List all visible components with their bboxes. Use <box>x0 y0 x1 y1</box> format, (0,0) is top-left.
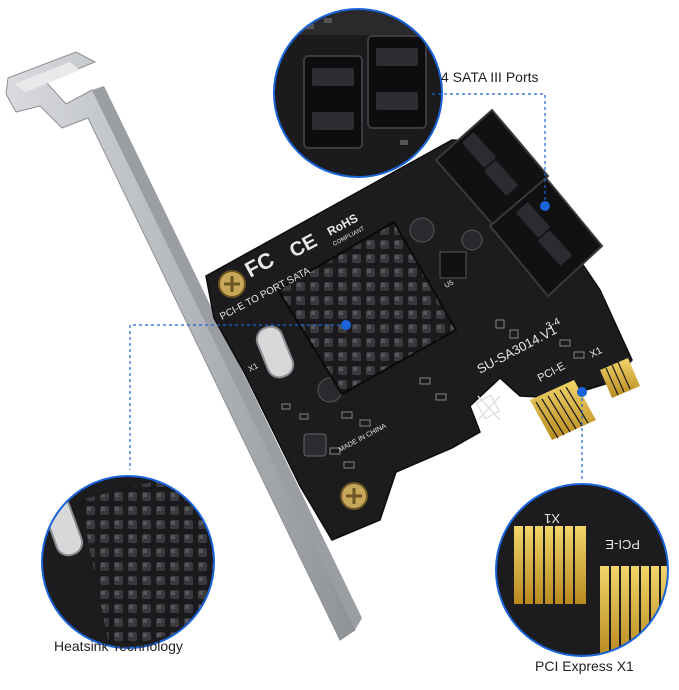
pcie-label: PCI Express X1 <box>535 658 634 674</box>
zoom-pcie-circle: X1 PCI-E <box>495 483 669 657</box>
heatsink <box>276 220 458 396</box>
leader-heatsink <box>129 324 346 470</box>
dot-sata <box>540 201 550 211</box>
dot-heatsink <box>341 320 351 330</box>
crystal-oscillator <box>255 325 295 379</box>
zoom-lane-text: X1 <box>544 511 560 526</box>
chip-label: U5 <box>444 279 455 289</box>
metal-bracket <box>5 51 362 641</box>
pcb-board: SU-SA3014.V1 3-4 PCI-E X1 MADE IN CHINA … <box>205 108 640 541</box>
dot-pcie <box>577 387 587 397</box>
sata-ports <box>434 108 604 298</box>
callout-leaders <box>129 93 583 482</box>
screw-bottom <box>340 482 368 510</box>
lane-text: X1 <box>588 345 604 361</box>
heatsink-label: Heatsink Technology <box>54 638 183 654</box>
callout-dots <box>341 201 587 397</box>
zoom-heatsink-circle <box>41 475 215 649</box>
sata-ports-label: 4 SATA III Ports <box>441 69 539 85</box>
leader-sata <box>432 93 546 206</box>
zoom-slot-text: PCI-E <box>605 537 640 552</box>
screw-top <box>218 270 246 298</box>
weee-mark <box>475 394 501 421</box>
crystal-label: X1 <box>247 361 260 374</box>
